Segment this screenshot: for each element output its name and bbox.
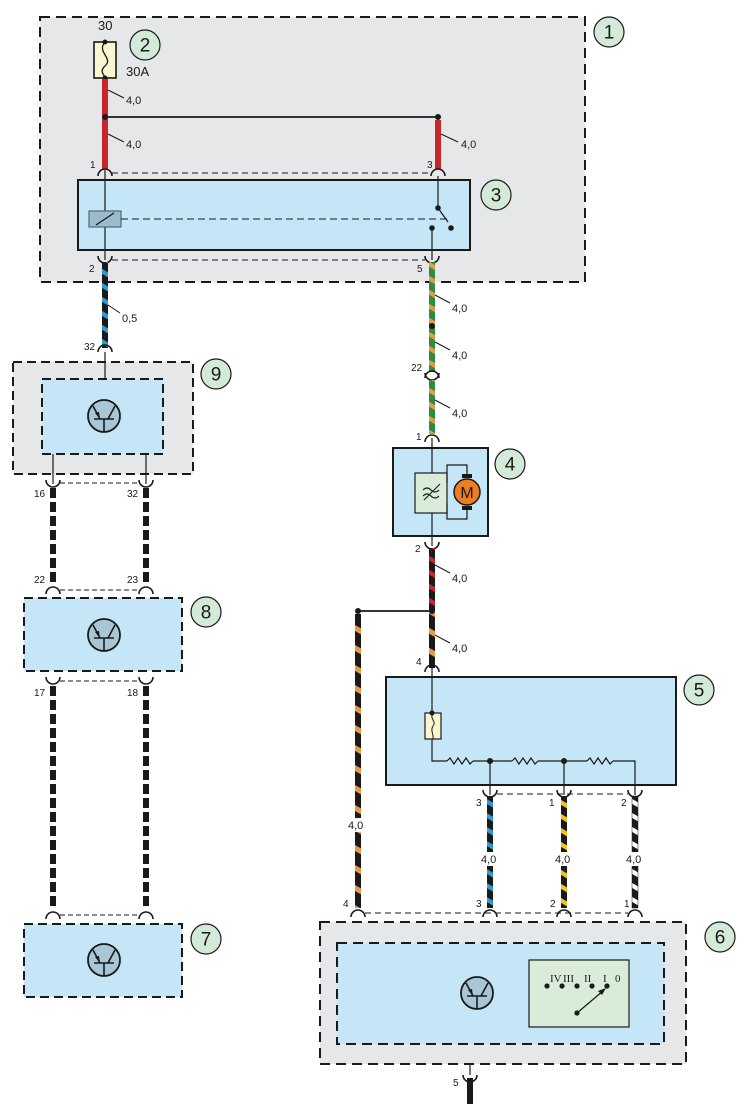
svg-text:5: 5: [694, 681, 705, 702]
relay-switch-icon: [429, 176, 454, 260]
svg-text:I: I: [603, 973, 607, 985]
svg-text:4,0: 4,0: [481, 854, 496, 866]
svg-text:4,0: 4,0: [626, 854, 641, 866]
badge-1-label: 1: [604, 23, 615, 44]
relay-coil-icon: [88, 210, 122, 228]
svg-text:4,0: 4,0: [461, 139, 476, 151]
svg-text:8: 8: [201, 603, 212, 624]
svg-text:5: 5: [417, 264, 423, 275]
svg-text:4: 4: [343, 899, 349, 910]
badge-2: 2: [129, 29, 161, 61]
badge-9: 9: [200, 358, 232, 390]
svg-text:2: 2: [550, 899, 556, 910]
svg-text:III: III: [563, 973, 574, 985]
svg-text:M: M: [460, 485, 473, 502]
svg-text:0: 0: [615, 973, 621, 985]
svg-text:1: 1: [416, 432, 422, 443]
svg-text:22: 22: [411, 363, 423, 374]
wire-fuse-out: [102, 79, 108, 169]
svg-text:1: 1: [624, 899, 630, 910]
svg-text:18: 18: [127, 688, 139, 699]
svg-text:23: 23: [127, 575, 139, 586]
motor-icon: M: [453, 474, 481, 510]
svg-text:16: 16: [34, 489, 46, 500]
svg-text:7: 7: [201, 930, 212, 951]
svg-text:II: II: [584, 973, 592, 985]
svg-text:1: 1: [90, 160, 96, 171]
svg-text:2: 2: [140, 36, 151, 57]
svg-text:4: 4: [416, 657, 422, 668]
svg-text:2: 2: [89, 264, 95, 275]
badge-4: 4: [494, 448, 526, 480]
transistor-icon-9: [87, 399, 121, 433]
svg-text:17: 17: [34, 688, 46, 699]
transistor-icon-6: [460, 976, 494, 1010]
svg-text:4,0: 4,0: [126, 139, 141, 151]
badge-3: 3: [480, 179, 512, 211]
badge-6: 6: [704, 921, 736, 953]
svg-text:32: 32: [84, 342, 96, 353]
svg-text:32: 32: [127, 489, 139, 500]
svg-text:2: 2: [621, 798, 627, 809]
fuse-rating: 30A: [126, 64, 149, 79]
svg-text:22: 22: [34, 575, 46, 586]
svg-text:4,0: 4,0: [452, 350, 467, 362]
svg-text:4,0: 4,0: [452, 643, 467, 655]
transistor-icon-7: [87, 943, 121, 977]
badge-7: 7: [190, 923, 222, 955]
svg-text:4,0: 4,0: [452, 303, 467, 315]
wire-relay-pin2: [102, 262, 108, 348]
badge-8: 8: [190, 596, 222, 628]
fuse-terminal-label: 30: [98, 18, 112, 33]
svg-text:2: 2: [415, 544, 421, 555]
wire-relay-pin5: [429, 262, 435, 372]
svg-text:3: 3: [476, 798, 482, 809]
svg-text:4,0: 4,0: [126, 95, 141, 107]
badge-5: 5: [683, 674, 715, 706]
svg-text:4,0: 4,0: [555, 854, 570, 866]
thermal-fuse-icon: [424, 710, 442, 740]
svg-text:0,5: 0,5: [122, 313, 137, 325]
speed-controller-icon: [414, 472, 448, 514]
svg-text:4,0: 4,0: [452, 408, 467, 420]
badge-1: 1: [593, 16, 625, 48]
wire-relay-pin3: [435, 120, 441, 169]
wire-motor-in: [429, 380, 435, 434]
fuse-icon: [93, 39, 117, 81]
svg-text:1: 1: [549, 798, 555, 809]
svg-text:3: 3: [476, 899, 482, 910]
svg-text:IV: IV: [550, 973, 562, 985]
ground-wire: [467, 1078, 473, 1104]
svg-text:3: 3: [491, 186, 502, 207]
wire-switch-pin4: [355, 614, 361, 908]
svg-text:4,0: 4,0: [452, 573, 467, 585]
svg-text:5: 5: [453, 1078, 459, 1089]
svg-text:4: 4: [505, 455, 516, 476]
blower-switch-icon: IV III II I 0: [528, 959, 630, 1028]
relay-module: [77, 179, 471, 251]
svg-text:9: 9: [211, 365, 222, 386]
svg-text:6: 6: [715, 928, 726, 949]
svg-text:3: 3: [427, 160, 433, 171]
transistor-icon-8: [87, 618, 121, 652]
svg-text:4,0: 4,0: [348, 820, 363, 832]
